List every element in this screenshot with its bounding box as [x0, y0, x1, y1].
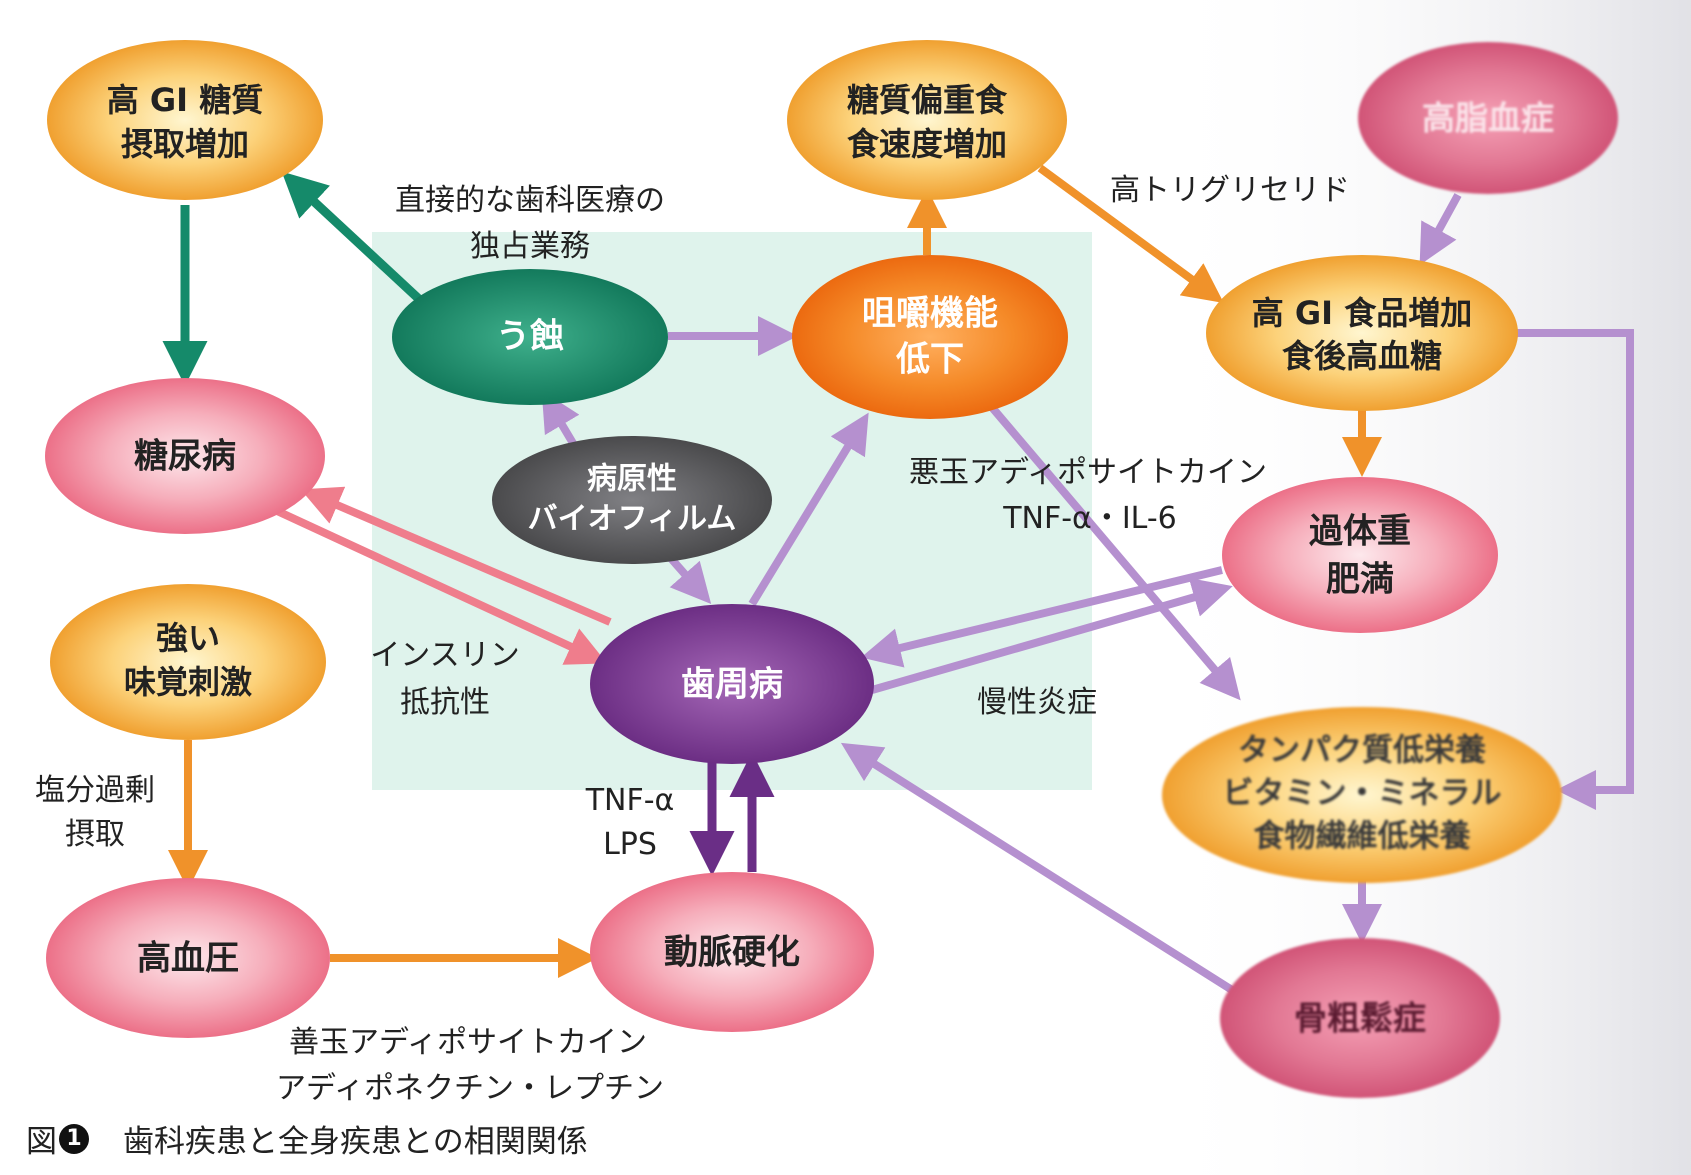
label-insulin-resistance-line1: インスリン	[370, 638, 519, 673]
figure-number-badge: 1	[59, 1123, 89, 1154]
node-line: タンパク質低栄養	[1238, 733, 1487, 769]
label-chronic-inflammation: 慢性炎症	[977, 685, 1097, 720]
node-line: 病原性	[587, 462, 677, 497]
arrow-high-gi-food-to-malnutrition	[1515, 329, 1634, 810]
node-line: 糖尿病	[134, 437, 236, 477]
arrow-caries-to-high-gi-sugar	[281, 171, 424, 304]
node-high-gi-food: 高 GI 食品増加 食後高血糖	[1206, 255, 1518, 411]
label-tnf-lps-line2: LPS	[603, 827, 657, 862]
node-line: 歯周病	[681, 665, 783, 705]
label-good-adipocytokine-line1: 善玉アディポサイトカイン	[289, 1025, 647, 1060]
edge-labels: 直接的な歯科医療の 独占業務 高トリグリセリド 悪玉アディポサイトカイン TNF…	[35, 173, 1350, 1106]
node-line: 高 GI 食品増加	[1252, 294, 1472, 332]
node-osteoporosis: 骨粗鬆症	[1220, 938, 1500, 1098]
arrows	[162, 164, 1634, 994]
arrow-obesity-to-periodontal	[860, 566, 1223, 668]
node-sugar-bias: 糖質偏重食 食速度増加	[787, 40, 1067, 200]
node-line: 動脈硬化	[664, 933, 800, 973]
node-biofilm: 病原性 バイオフィルム	[492, 436, 772, 564]
node-line: ビタミン・ミネラル	[1223, 776, 1502, 812]
label-good-adipocytokine-line2: アディポネクチン・レプチン	[276, 1071, 664, 1106]
arrow-mastication-to-malnutrition	[986, 402, 1241, 701]
node-diabetes: 糖尿病	[45, 378, 325, 534]
label-salt-intake-line2: 摂取	[65, 817, 125, 852]
node-hypertension: 高血圧	[46, 878, 330, 1038]
node-line: 強い	[156, 619, 220, 657]
arrow-periodontal-to-diabetes	[300, 486, 612, 626]
node-line: 食後高血糖	[1282, 337, 1442, 375]
node-line: 低下	[896, 340, 964, 380]
figure-title: 歯科疾患と全身疾患との相関関係	[123, 1124, 588, 1160]
node-line: 食物繊維低栄養	[1254, 819, 1472, 855]
label-dental-monopoly-line2: 独占業務	[470, 229, 590, 264]
node-obesity: 過体重 肥満	[1222, 477, 1498, 633]
node-hyperlipidemia: 高脂血症	[1358, 42, 1618, 194]
node-line: 糖質偏重食	[847, 81, 1008, 119]
node-line: バイオフィルム	[528, 502, 737, 537]
node-line: 高脂血症	[1422, 99, 1554, 138]
node-periodontal: 歯周病	[590, 604, 874, 764]
node-line: 咀嚼機能	[862, 294, 998, 334]
label-high-triglyceride: 高トリグリセリド	[1110, 173, 1350, 208]
node-line: 高 GI 糖質	[107, 81, 263, 119]
label-salt-intake-line1: 塩分過剰	[35, 773, 155, 808]
label-tnf-lps-line1: TNF-α	[585, 783, 675, 818]
node-line: 食速度増加	[847, 125, 1007, 163]
node-line: 高血圧	[137, 939, 239, 979]
label-insulin-resistance-line2: 抵抗性	[400, 685, 490, 720]
figure-label: 図	[26, 1124, 57, 1160]
node-line: 味覚刺激	[124, 663, 252, 701]
node-high-gi-sugar: 高 GI 糖質 摂取増加	[47, 40, 323, 200]
arrow-periodontal-to-mastication	[748, 412, 869, 607]
label-bad-adipocytokine-line2: TNF-α・IL-6	[1002, 501, 1177, 536]
arrow-periodontal-to-obesity	[870, 577, 1233, 694]
arrow-hyperlipidemia-to-high-gi-food	[1419, 193, 1462, 266]
label-bad-adipocytokine-line1: 悪玉アディポサイトカイン	[909, 455, 1267, 490]
node-line: 過体重	[1309, 512, 1411, 552]
node-line: 骨粗鬆症	[1294, 999, 1426, 1038]
arrow-osteoporosis-to-periodontal	[840, 742, 1235, 994]
node-strong-taste: 強い 味覚刺激	[50, 584, 326, 740]
figure-caption: 図 1 歯科疾患と全身疾患との相関関係	[26, 1116, 588, 1161]
node-caries: う蝕	[392, 269, 668, 405]
node-line: 摂取増加	[121, 125, 249, 163]
node-malnutrition: タンパク質低栄養 ビタミン・ミネラル 食物繊維低栄養	[1162, 707, 1562, 883]
arrow-sugar-bias-to-high-gi-food	[1037, 164, 1224, 303]
arrow-diabetes-to-periodontal	[273, 506, 608, 665]
node-arteriosclerosis: 動脈硬化	[590, 872, 874, 1032]
node-line: 肥満	[1326, 560, 1394, 600]
node-mastication: 咀嚼機能 低下	[792, 255, 1068, 419]
label-dental-monopoly-line1: 直接的な歯科医療の	[395, 183, 665, 218]
node-line: う蝕	[496, 317, 564, 357]
